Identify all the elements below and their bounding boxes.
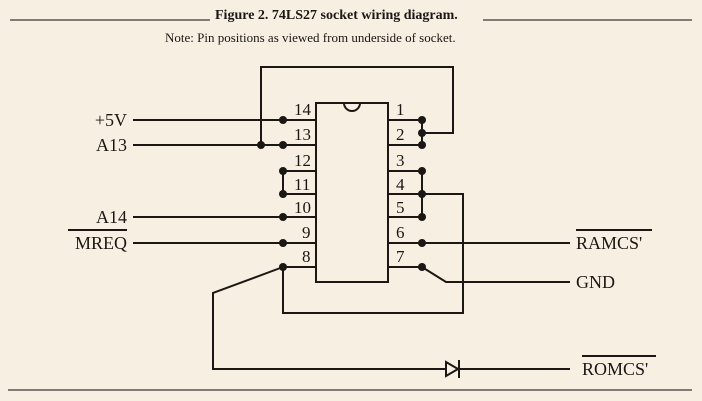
ic-notch — [343, 102, 361, 112]
pin-3-label: 3 — [396, 151, 405, 170]
diode-icon — [445, 360, 460, 378]
pin-1-label: 1 — [396, 100, 405, 119]
junction-dots — [257, 116, 426, 271]
right-pin-lines — [388, 119, 422, 268]
label-a14: A14 — [96, 207, 127, 227]
pin-11-label: 11 — [294, 175, 310, 194]
pin-2-label: 2 — [396, 125, 405, 144]
label-a13: A13 — [96, 135, 127, 155]
pin-4-label: 4 — [396, 175, 405, 194]
left-pin-lines — [283, 119, 316, 268]
figure-title: Figure 2. 74LS27 socket wiring diagram. — [215, 8, 458, 23]
label-mreq: MREQ — [75, 233, 127, 253]
pin-12-label: 12 — [294, 151, 311, 170]
wire-top-loop — [260, 66, 454, 145]
label-plus5v: +5V — [95, 110, 127, 130]
ic-body — [315, 102, 389, 283]
pin-8-label: 8 — [302, 247, 311, 266]
wire-gnd — [421, 266, 570, 283]
pin-7-label: 7 — [396, 247, 405, 266]
wire-pin4-to-pin8 — [282, 193, 464, 314]
pin-5-label: 5 — [396, 198, 405, 217]
figure-note: Note: Pin positions as viewed from under… — [165, 30, 456, 45]
pin-6-label: 6 — [396, 223, 405, 242]
pin-10-label: 10 — [294, 198, 311, 217]
label-romcs: ROMCS' — [582, 359, 648, 379]
label-gnd: GND — [576, 272, 615, 292]
wire-pin8-romcs — [212, 266, 445, 370]
pin-14-label: 14 — [294, 100, 312, 119]
pin-9-label: 9 — [302, 223, 311, 242]
label-ramcs: RAMCS' — [576, 233, 642, 253]
pin-13-label: 13 — [294, 125, 311, 144]
